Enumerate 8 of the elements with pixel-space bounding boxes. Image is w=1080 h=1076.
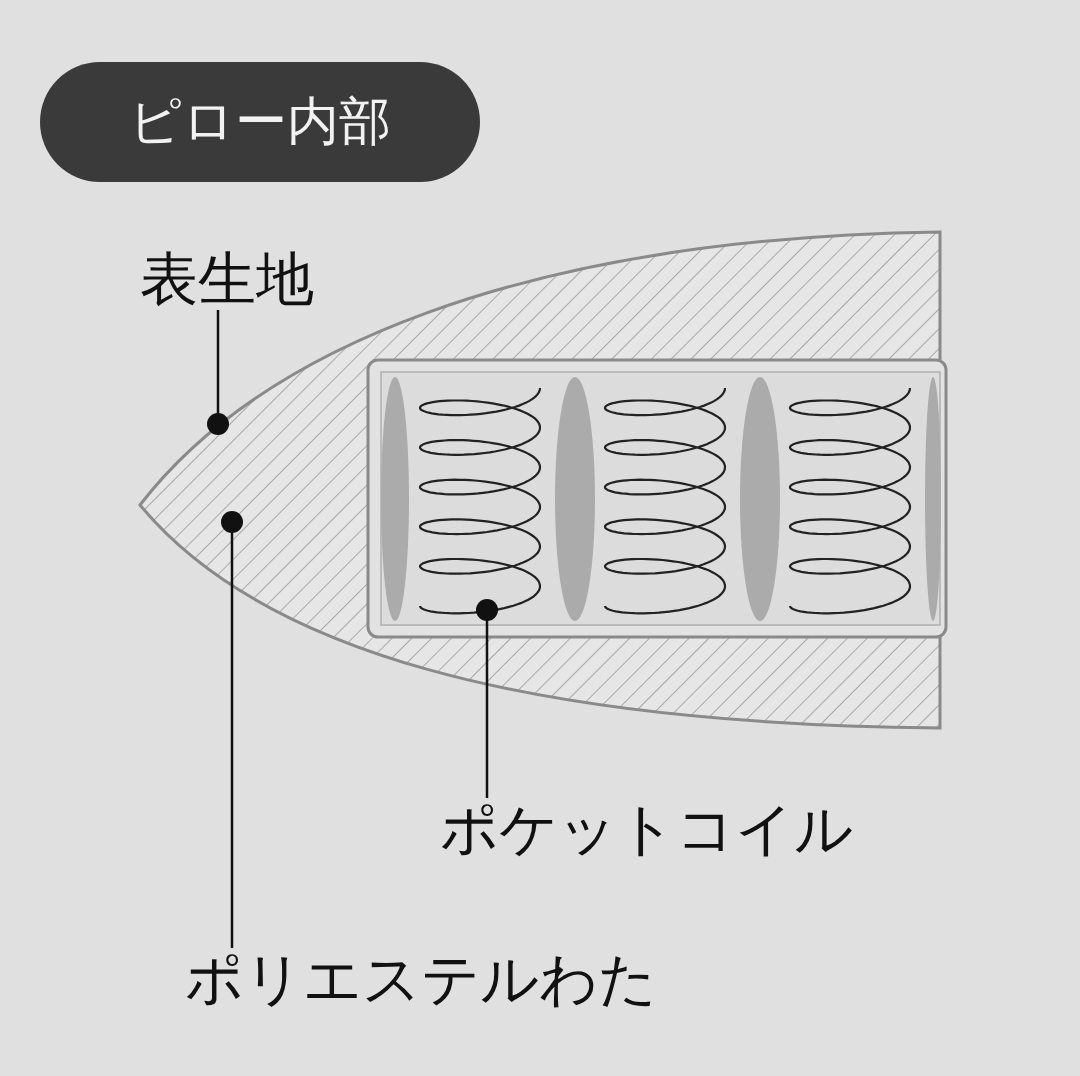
leader-line bbox=[476, 599, 498, 798]
leader-line bbox=[221, 511, 243, 948]
part-label: ポケットコイル bbox=[440, 800, 853, 858]
part-label: 表生地 bbox=[140, 250, 314, 308]
pocket-coil-drawing bbox=[366, 358, 948, 639]
leader-line bbox=[207, 310, 229, 435]
title-badge: ピロー内部 bbox=[40, 62, 480, 182]
part-label: ポリエステルわた bbox=[185, 950, 657, 1008]
